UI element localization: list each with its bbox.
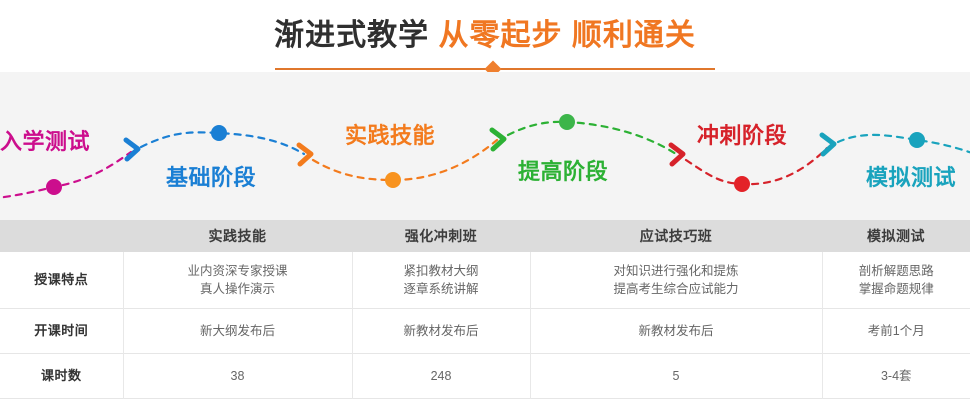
cell-line: 对知识进行强化和提炼 — [613, 264, 739, 278]
page-title-accent: 从零起步 顺利通关 — [438, 19, 696, 52]
row-header-shoukete-dian: 授课特点 — [0, 252, 124, 309]
roadmap-wave-svg — [0, 114, 970, 199]
page-title-dark: 渐进式教学 — [274, 19, 430, 52]
wave-segment-teal — [836, 133, 970, 154]
chevron-arrow-2-icon — [296, 142, 314, 167]
page-title: 渐进式教学 从零起步 顺利通关 — [0, 18, 970, 54]
table-body: 授课特点 业内资深专家授课 真人操作演示 紧扣教材大纲 逐章系统讲解 对知识进行… — [0, 252, 970, 399]
cell-line: 逐章系统讲解 — [403, 282, 479, 296]
cell-line: 业内资深专家授课 — [187, 264, 288, 278]
cell-r0-c2: 对知识进行强化和提炼 提高考生综合应试能力 — [530, 252, 823, 309]
cell-r0-c3: 剖析解题思路 掌握命题规律 — [822, 252, 970, 309]
cell-r2-c1: 248 — [352, 353, 531, 399]
wave-segment-blue — [139, 131, 306, 156]
table-header-col-3: 应试技巧班 — [530, 220, 822, 252]
cell-r1-c2: 新教材发布后 — [530, 308, 823, 354]
cell-r1-c1: 新教材发布后 — [352, 308, 531, 354]
row-header-kaike-shijian: 开课时间 — [0, 308, 124, 354]
stage-label-jichujieduan: 基础阶段 — [166, 165, 257, 190]
wave-segment-magenta — [0, 150, 133, 199]
wave-segment-green — [506, 120, 678, 156]
cell-r2-c3: 3-4套 — [822, 353, 970, 399]
cell-r1-c0: 新大纲发布后 — [123, 308, 353, 354]
table-header-blank — [0, 220, 123, 252]
milestone-dot-2 — [211, 125, 227, 141]
stage-label-chongcijieduan: 冲刺阶段 — [697, 123, 788, 148]
table-header-col-4: 模拟测试 — [822, 220, 970, 252]
roadmap-band: 入学测试 基础阶段 实践技能 提高阶段 冲刺阶段 模拟测试 — [0, 72, 970, 220]
cell-r0-c0: 业内资深专家授课 真人操作演示 — [123, 252, 353, 309]
table-header-col-2: 强化冲刺班 — [352, 220, 530, 252]
table-header: 实践技能 强化冲刺班 应试技巧班 模拟测试 — [0, 220, 970, 252]
stage-label-tigaojieduan: 提高阶段 — [518, 159, 609, 184]
row-header-keshi-shu: 课时数 — [0, 353, 124, 399]
milestone-dot-3 — [385, 172, 401, 188]
cell-line: 提高考生综合应试能力 — [613, 282, 739, 296]
cell-r1-c3: 考前1个月 — [822, 308, 970, 354]
chevron-arrow-5-icon — [819, 132, 837, 157]
chevron-arrow-4-icon — [668, 142, 686, 167]
stage-label-shijianjineng: 实践技能 — [345, 123, 436, 148]
cell-line: 掌握命题规律 — [858, 282, 934, 296]
chevron-arrow-3-icon — [489, 127, 507, 152]
cell-r0-c1: 紧扣教材大纲 逐章系统讲解 — [352, 252, 531, 309]
milestone-dot-5 — [734, 176, 750, 192]
milestone-dot-6 — [909, 132, 925, 148]
table-header-col-1: 实践技能 — [123, 220, 352, 252]
title-block: 渐进式教学 从零起步 顺利通关 — [0, 0, 970, 78]
cell-r2-c0: 38 — [123, 353, 353, 399]
cell-r2-c2: 5 — [530, 353, 823, 399]
table-row: 开课时间 新大纲发布后 新教材发布后 新教材发布后 考前1个月 — [0, 308, 970, 354]
cell-line: 剖析解题思路 — [858, 264, 934, 278]
chevron-arrow-1-icon — [123, 137, 141, 162]
course-comparison-table: 实践技能 强化冲刺班 应试技巧班 模拟测试 授课特点 业内资深专家授课 真人操作… — [0, 220, 970, 399]
table-header-row: 实践技能 强化冲刺班 应试技巧班 模拟测试 — [0, 220, 970, 252]
stage-label-monijieceshi: 模拟测试 — [866, 165, 957, 190]
wave-segment-red — [684, 146, 829, 186]
table-row: 课时数 38 248 5 3-4套 — [0, 353, 970, 399]
cell-line: 紧扣教材大纲 — [403, 264, 479, 278]
cell-line: 真人操作演示 — [199, 282, 275, 296]
stage-label-ruxueceshi: 入学测试 — [0, 129, 91, 154]
milestone-dot-1 — [46, 179, 62, 195]
milestone-dot-4 — [559, 114, 575, 130]
table-row: 授课特点 业内资深专家授课 真人操作演示 紧扣教材大纲 逐章系统讲解 对知识进行… — [0, 252, 970, 309]
